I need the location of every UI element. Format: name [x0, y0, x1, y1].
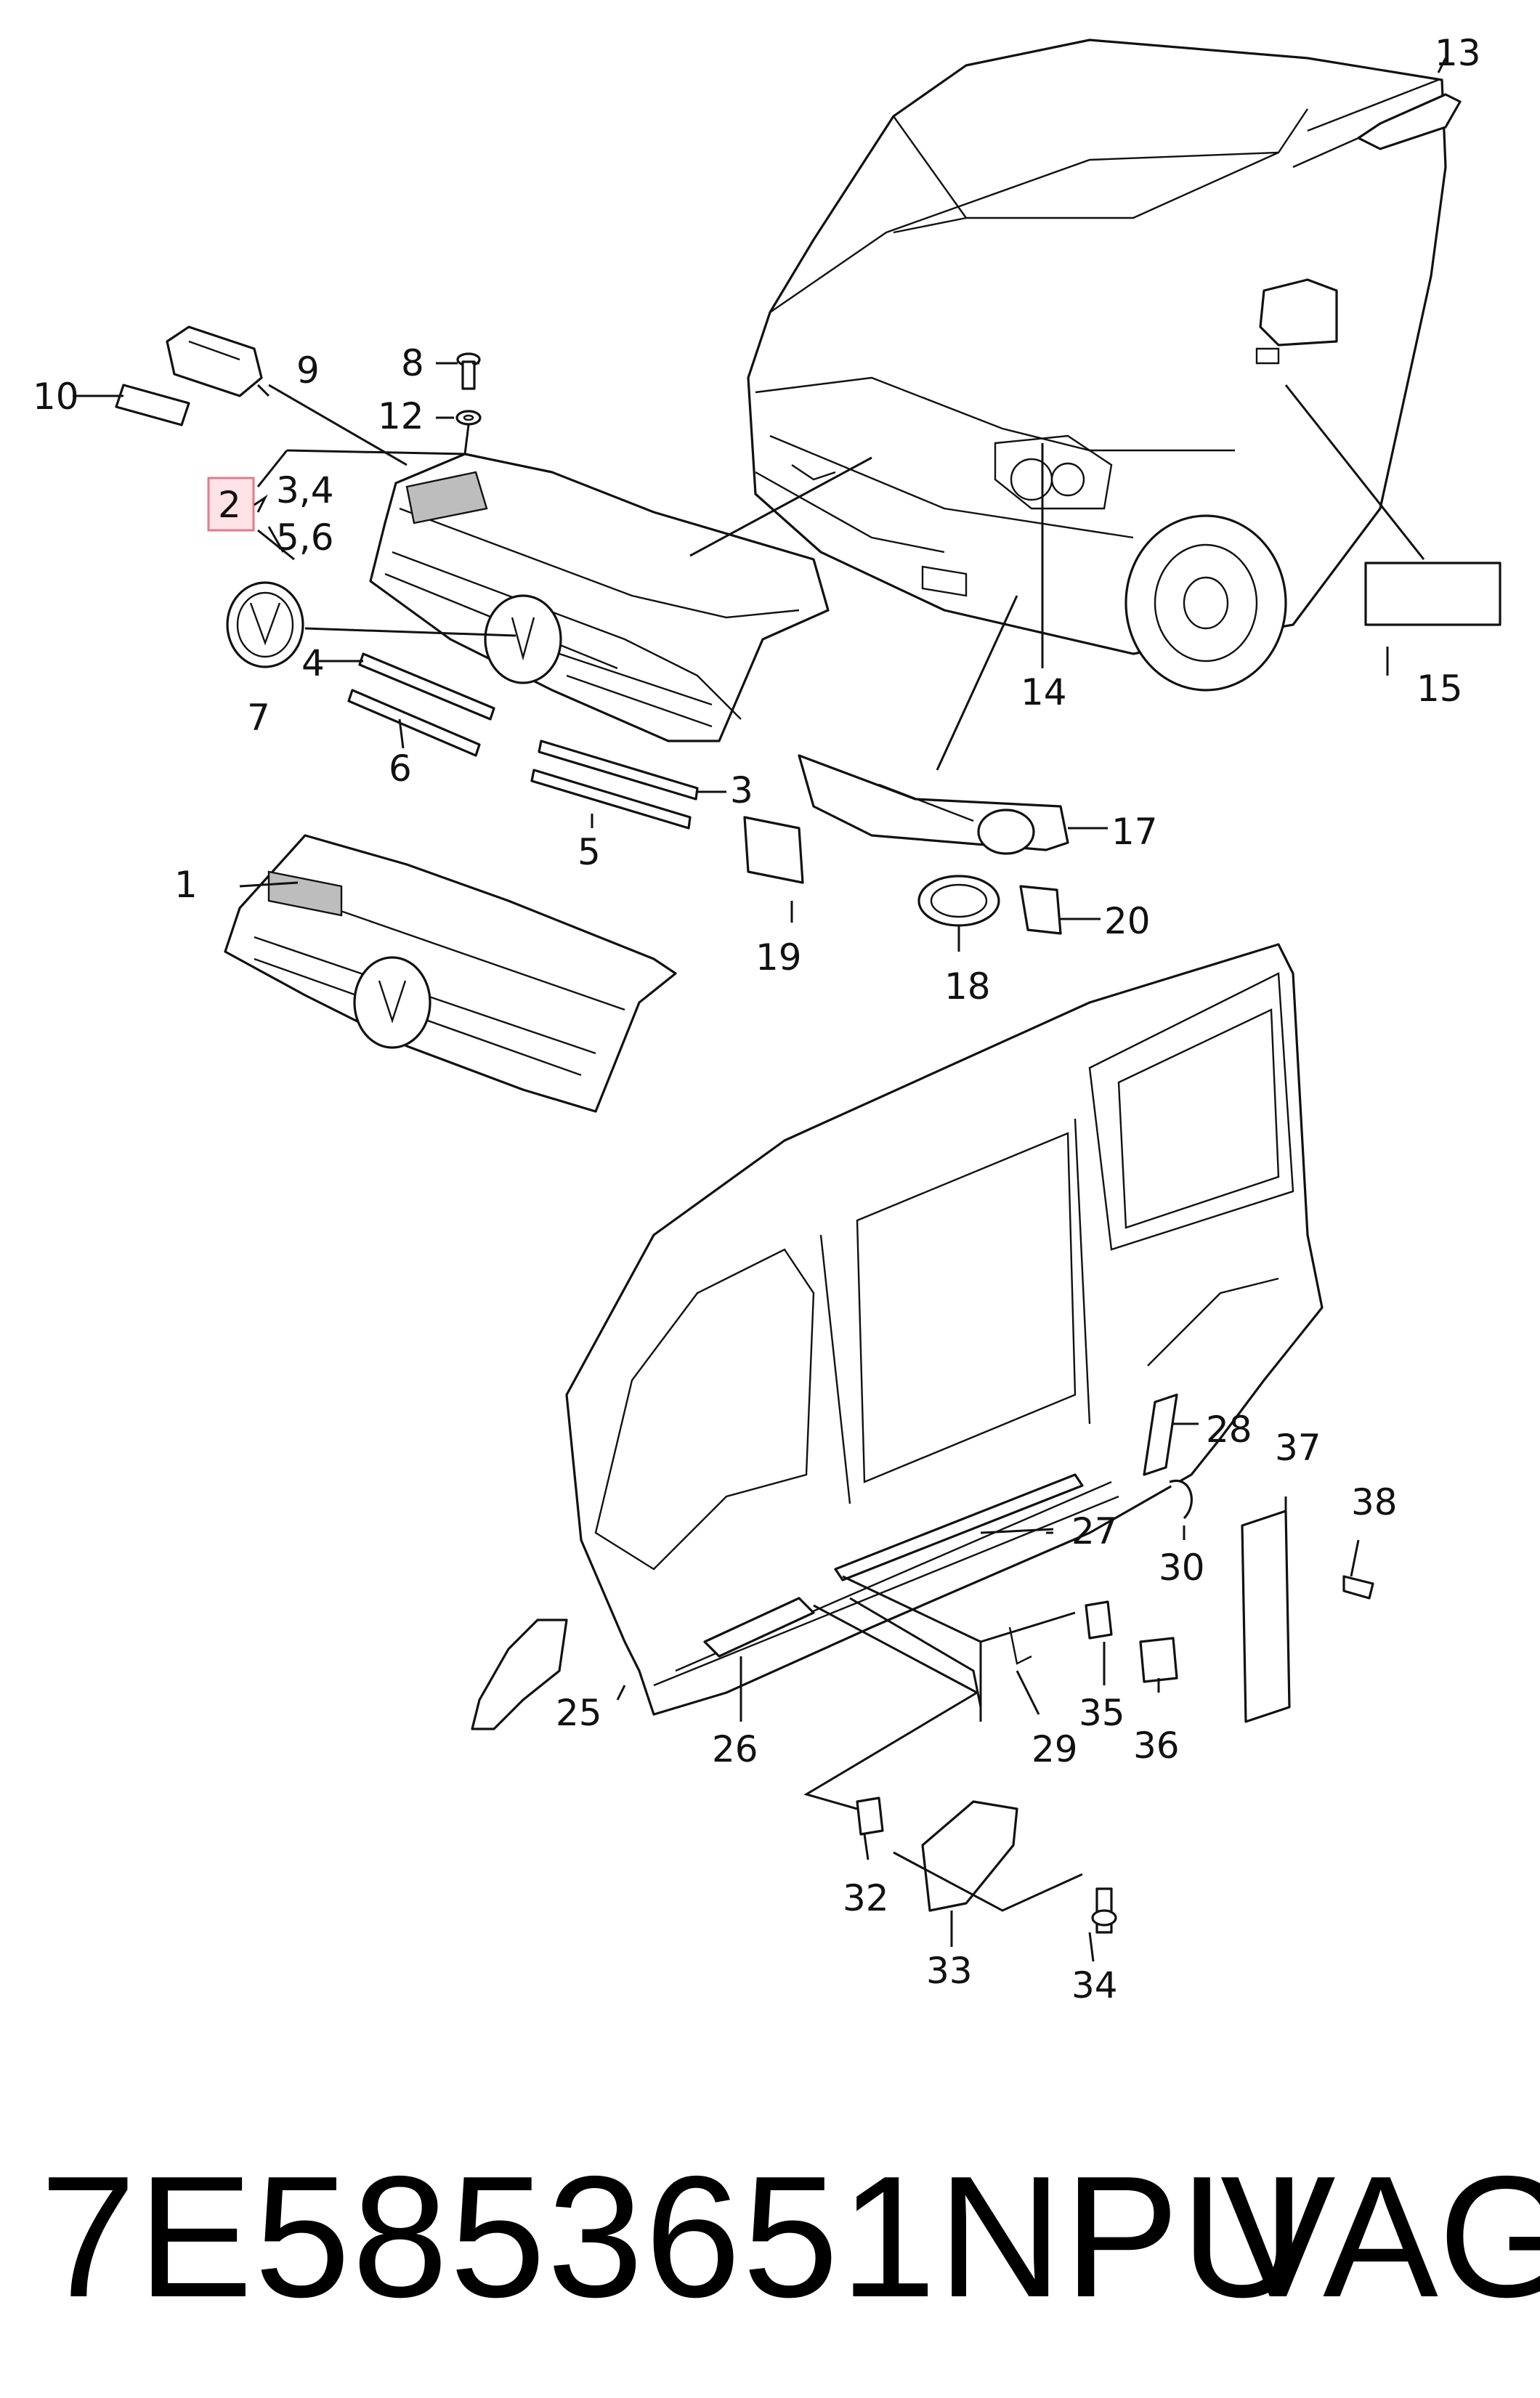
grille-lower-drawing	[224, 834, 677, 1113]
brand-label: VAG	[1220, 2141, 1540, 2333]
callout-9: 9	[296, 349, 320, 392]
callout-34: 34	[1071, 1964, 1118, 2006]
callout-30: 30	[1159, 1547, 1205, 1589]
callout-32: 32	[843, 1877, 889, 1919]
side-panel-drawing	[471, 943, 1374, 1934]
callout-29: 29	[1032, 1728, 1078, 1770]
callout-1: 1	[174, 864, 198, 906]
callout-18: 18	[944, 965, 991, 1008]
callout-14: 14	[1021, 671, 1067, 713]
callout-15-box	[1364, 562, 1502, 626]
callout-3-4: 3,4	[276, 469, 334, 511]
grille-upper-drawing	[369, 453, 830, 742]
callout-2-highlight	[207, 477, 255, 532]
van-front-drawing	[747, 39, 1462, 692]
part-number: 7E5853651NPU	[40, 2141, 1308, 2333]
callout-25: 25	[556, 1692, 602, 1734]
callout-3: 3	[730, 769, 753, 811]
callout-37: 37	[1275, 1427, 1321, 1469]
callout-33: 33	[926, 1950, 973, 1992]
callout-15: 15	[1417, 668, 1463, 710]
callout-labels: 1 2 3 3,4 4 5 5,6 6 7 8 9 10 12 13 14 15…	[33, 32, 1481, 2006]
leader-lines	[73, 57, 1447, 1962]
callout-27: 27	[1071, 1510, 1118, 1552]
callout-2: 2	[218, 484, 241, 526]
callout-5-6: 5,6	[276, 517, 334, 559]
callout-20: 20	[1104, 900, 1151, 942]
callout-17: 17	[1111, 811, 1158, 853]
bumper-insert-drawing	[743, 754, 1069, 935]
callout-19: 19	[755, 936, 802, 979]
callout-5: 5	[578, 831, 601, 873]
callout-38: 38	[1351, 1481, 1398, 1523]
callout-13: 13	[1435, 32, 1481, 74]
grille-trim-strips	[347, 652, 699, 830]
bolt-washer-drawing	[455, 352, 482, 426]
callout-36: 36	[1133, 1725, 1180, 1767]
callout-35: 35	[1079, 1692, 1125, 1734]
callout-4: 4	[301, 642, 325, 684]
callout-12: 12	[378, 395, 424, 437]
sensor-bracket-drawing	[115, 325, 263, 426]
callout-26: 26	[712, 1728, 758, 1770]
callout-10: 10	[33, 376, 79, 418]
callout-28: 28	[1206, 1409, 1252, 1451]
parts-diagram: 1 2 3 3,4 4 5 5,6 6 7 8 9 10 12 13 14 15…	[33, 32, 1502, 2006]
callout-6: 6	[389, 748, 412, 790]
emblem-drawing	[226, 581, 304, 668]
callout-8: 8	[401, 342, 424, 384]
callout-7: 7	[247, 697, 270, 739]
